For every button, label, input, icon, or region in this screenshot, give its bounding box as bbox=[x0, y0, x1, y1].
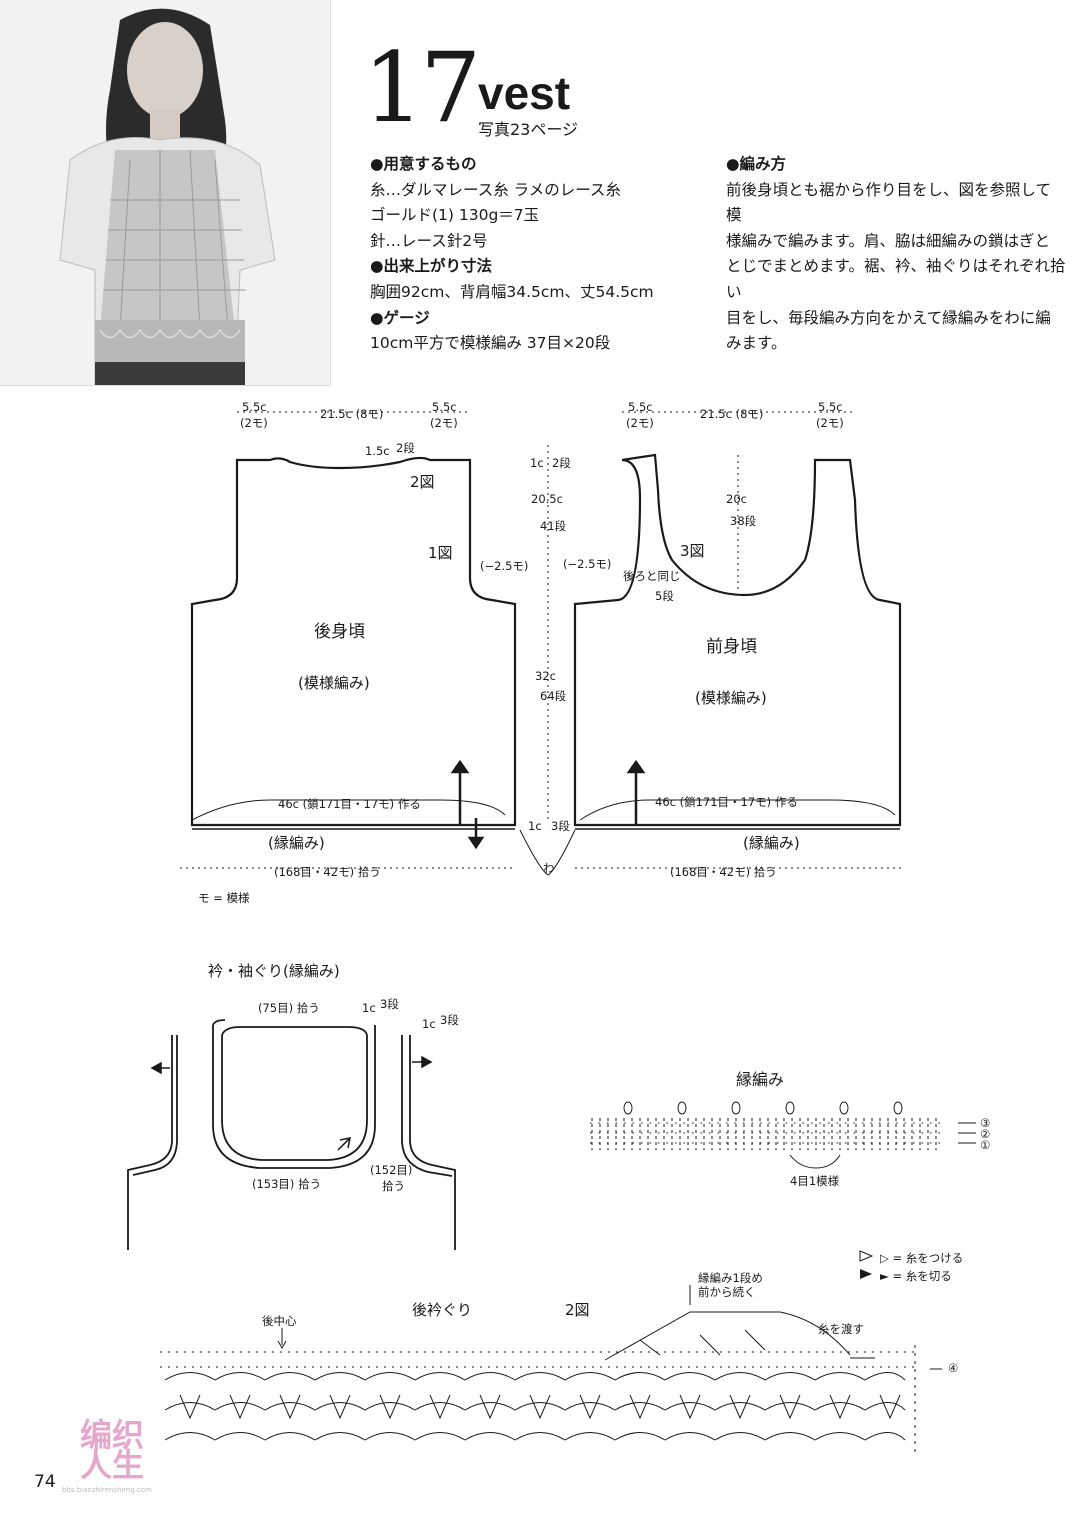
back-neck-ref: 2図 bbox=[565, 1301, 590, 1319]
legend-mo: モ = 模様 bbox=[198, 891, 250, 905]
dim-front-neck-rows: 38段 bbox=[730, 514, 757, 528]
dim-shoulder-m-front-left: (2モ) bbox=[626, 416, 654, 430]
ref-figure-3: 3図 bbox=[680, 542, 705, 560]
method-heading: ●編み方 bbox=[726, 155, 787, 173]
dim-shoulder-front-right: 5.5c bbox=[818, 400, 843, 414]
method-line: みます。 bbox=[726, 334, 787, 353]
materials-line: ゴールド(1) 130g＝7玉 bbox=[370, 206, 540, 225]
front-same-as-back: 後ろと同じ bbox=[623, 569, 681, 583]
armhole-dim-1c: 1c bbox=[422, 1017, 436, 1031]
back-center-label: 後中心 bbox=[262, 1314, 297, 1328]
dim-armhole-rows: 41段 bbox=[540, 519, 567, 533]
armhole-rows-3: 3段 bbox=[440, 1013, 459, 1027]
continue-from-front-2: 前から続く bbox=[698, 1285, 756, 1299]
collar-armhole-diagram: 衿・袖ぐり(縁編み) (75目) 拾う 1c 3段 1c 3段 (153目) 拾… bbox=[127, 962, 459, 1250]
materials-line: 針…レース針2号 bbox=[370, 231, 488, 250]
border-row-2: ② bbox=[980, 1127, 990, 1141]
dim-right-bottom: 1c bbox=[528, 819, 542, 833]
joined-in-round: わ bbox=[543, 861, 555, 875]
materials-heading: ●用意するもの bbox=[370, 155, 477, 173]
materials-section: ●用意するもの 糸…ダルマレース糸 ラメのレース糸 ゴールド(1) 130g＝7… bbox=[370, 152, 700, 357]
finished-size-text: 胸囲92cm、背肩幅34.5cm、丈54.5cm bbox=[370, 282, 654, 301]
pass-yarn: 糸を渡す bbox=[818, 1322, 864, 1336]
front-body-outline bbox=[573, 453, 902, 827]
photo-reference: 写真23ページ bbox=[478, 120, 579, 139]
collar-rows-3: 3段 bbox=[380, 997, 399, 1011]
back-neck-title: 後衿ぐり bbox=[412, 1301, 472, 1319]
back-body-stitch: (模様編み) bbox=[298, 674, 370, 692]
dim-back-neck-drop: 1.5c bbox=[365, 444, 390, 458]
back-neck-stitch-chart: ▷ = 糸をつける ► = 糸を切る 縁編み1段め 前から続く 後中心 糸を渡す… bbox=[160, 1250, 963, 1455]
dim-right-bottom-rows: 3段 bbox=[551, 819, 570, 833]
dim-right-top-rows: 2段 bbox=[552, 456, 571, 470]
method-line: 前後身頃とも裾から作り目をし、図を参照して模 bbox=[726, 180, 1052, 225]
back-body-outline bbox=[190, 456, 517, 827]
finished-size-heading: ●出来上がり寸法 bbox=[370, 257, 493, 276]
armhole-dec-back: (−2.5モ) bbox=[480, 559, 528, 573]
dim-front-neck: 20c bbox=[726, 492, 747, 506]
dim-neck-back: 21.5c (8モ) bbox=[320, 407, 383, 421]
cast-on-back: 46c (鎖171目・17モ) 作る bbox=[278, 797, 421, 811]
pickup-front: (168目・42モ) 拾う bbox=[670, 865, 777, 879]
dim-shoulder-m-back-right: (2モ) bbox=[430, 416, 458, 430]
front-rows-5: 5段 bbox=[655, 589, 674, 603]
pattern-title: vest bbox=[478, 67, 571, 119]
dim-neck-front: 21.5c (8モ) bbox=[700, 407, 763, 421]
neck-row-4: ④ bbox=[948, 1361, 958, 1375]
back-body-title: 後身頃 bbox=[314, 622, 365, 642]
border-title: 縁編み bbox=[736, 1070, 784, 1089]
ref-figure-2: 2図 bbox=[410, 473, 435, 491]
dim-shoulder-front-left: 5.5c bbox=[628, 400, 653, 414]
collar-title: 衿・袖ぐり(縁編み) bbox=[208, 962, 340, 980]
method-line: とじでまとめます。裾、衿、袖ぐりはそれぞれ拾い bbox=[726, 257, 1066, 301]
border-row-3: ③ bbox=[980, 1116, 990, 1130]
cast-on-front: 46c (鎖171目・17モ) 作る bbox=[655, 795, 798, 809]
front-body-stitch: (模様編み) bbox=[695, 689, 767, 707]
dim-body-rows: 64段 bbox=[540, 689, 567, 703]
edging-back: (縁編み) bbox=[268, 834, 325, 852]
border-stitch-chart: 縁編み 4目1模様 ③ ② ① bbox=[590, 1070, 990, 1188]
collar-dim-1c: 1c bbox=[362, 1001, 376, 1015]
continue-from-front-1: 縁編み1段め bbox=[698, 1271, 763, 1285]
watermark-line-2: 人生 bbox=[80, 1446, 145, 1484]
dim-armhole: 20.5c bbox=[531, 492, 563, 506]
schematic-diagram: 5.5c (2モ) 21.5c (8モ) 5.5c (2モ) 5.5c (2モ)… bbox=[180, 400, 905, 905]
pattern-number: 17 bbox=[363, 32, 481, 144]
legend-cut-yarn: ► = 糸を切る bbox=[880, 1269, 952, 1283]
border-row-1: ① bbox=[980, 1138, 990, 1152]
method-line: 目をし、毎段編み方向をかえて縁編みをわに編 bbox=[726, 308, 1051, 327]
dim-body: 32c bbox=[535, 669, 556, 683]
dim-shoulder-m-front-right: (2モ) bbox=[816, 416, 844, 430]
gauge-text: 10cm平方で模様編み 37目×20段 bbox=[370, 334, 611, 353]
model-photo bbox=[0, 0, 331, 386]
dim-right-top: 1c bbox=[530, 456, 544, 470]
dim-shoulder-back-left: 5.5c bbox=[242, 400, 267, 414]
watermark-logo: 编织 人生 bbox=[80, 1416, 145, 1484]
model-photo-illustration bbox=[0, 0, 330, 385]
watermark-line-1: 编织 bbox=[80, 1416, 145, 1454]
ref-figure-1: 1図 bbox=[428, 544, 453, 562]
edging-front: (縁編み) bbox=[743, 834, 800, 852]
legend-attach-yarn: ▷ = 糸をつける bbox=[880, 1251, 963, 1265]
materials-line: 糸…ダルマレース糸 ラメのレース糸 bbox=[370, 180, 621, 199]
pickup-back: (168目・42モ) 拾う bbox=[274, 865, 381, 879]
armhole-pickup-152-label: 拾う bbox=[382, 1179, 405, 1193]
armhole-pickup-152: (152目) bbox=[370, 1163, 412, 1177]
armhole-dec-front: (−2.5モ) bbox=[563, 557, 611, 571]
method-line: 様編みで編みます。肩、脇は細編みの鎖はぎと bbox=[726, 231, 1050, 250]
method-section: ●編み方 前後身頃とも裾から作り目をし、図を参照して模 様編みで編みます。肩、脇… bbox=[726, 152, 1066, 357]
watermark-url: bbs.bianzhirensheng.com bbox=[62, 1486, 152, 1494]
dim-back-neck-rows: 2段 bbox=[396, 441, 415, 455]
border-repeat: 4目1模様 bbox=[790, 1174, 840, 1188]
front-body-title: 前身頃 bbox=[706, 637, 757, 657]
collar-pickup-153: (153目) 拾う bbox=[252, 1177, 321, 1191]
gauge-heading: ●ゲージ bbox=[370, 308, 430, 327]
dim-shoulder-m-back-left: (2モ) bbox=[240, 416, 268, 430]
page-number: 74 bbox=[34, 1472, 56, 1492]
collar-pickup-75: (75目) 拾う bbox=[258, 1001, 320, 1015]
dim-shoulder-back-right: 5.5c bbox=[432, 400, 457, 414]
